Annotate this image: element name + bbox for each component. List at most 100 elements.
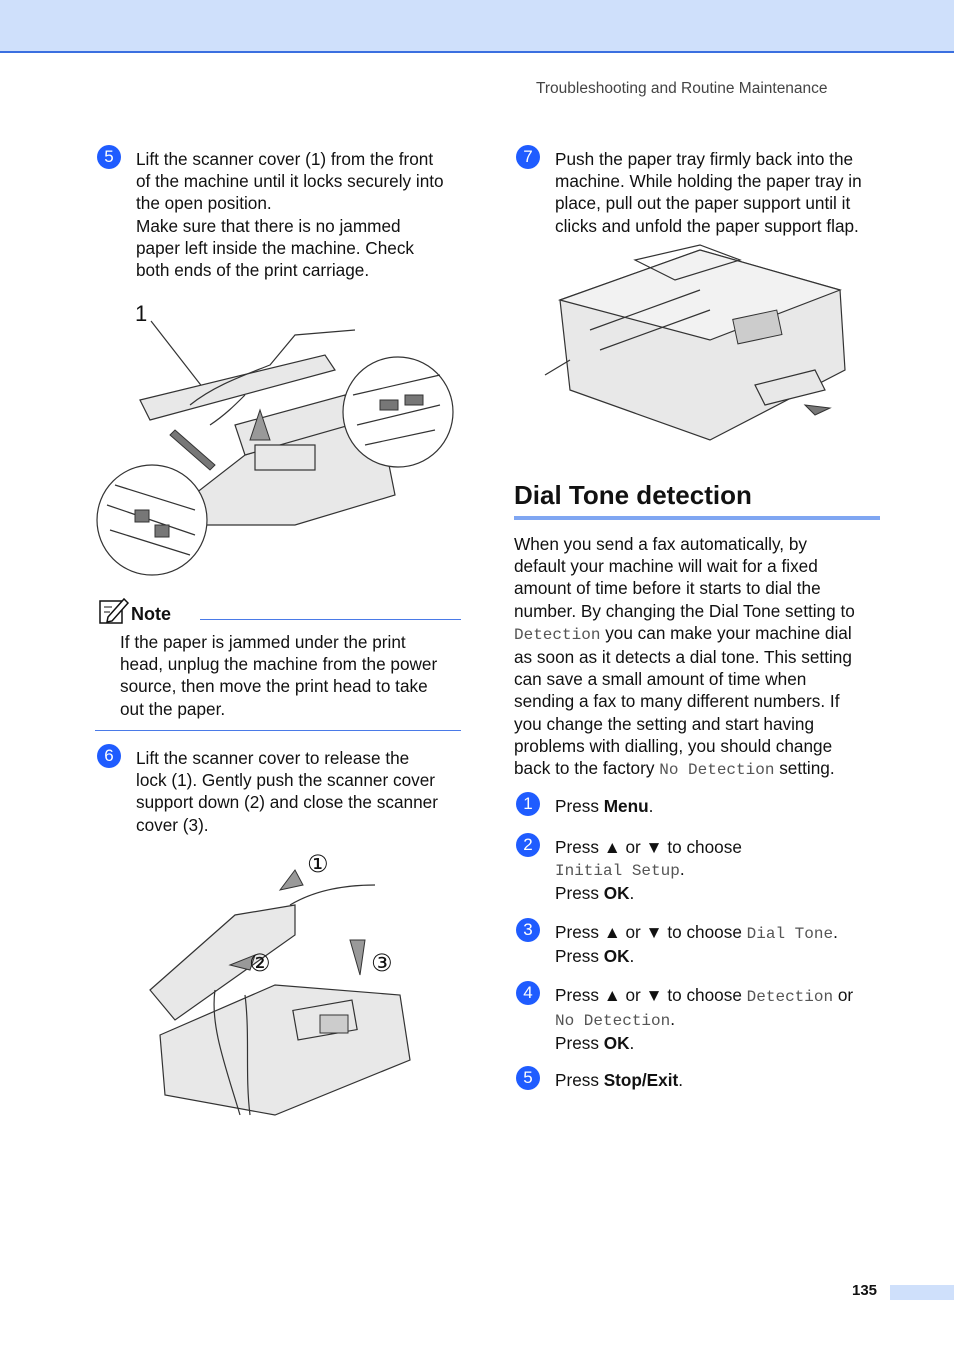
note-line: source, then move the print head to take	[120, 676, 428, 697]
step2-dot: .	[679, 859, 685, 880]
scanner-cover-illustration: 1	[96, 301, 454, 576]
note-title: Note	[131, 604, 171, 624]
key-ok: OK	[603, 1033, 630, 1054]
step-badge-3: 3	[516, 918, 540, 942]
section-paragraph: When you send a fax automatically, by de…	[514, 533, 855, 781]
para-line: amount of time before it starts to dial …	[514, 578, 821, 599]
note-rule-bottom	[95, 730, 461, 731]
step6-line: lock (1). Gently push the scanner cover	[136, 770, 436, 791]
para-line: default your machine will wait for a fix…	[514, 556, 818, 577]
callout-circled-3: ③	[371, 949, 393, 977]
step-badge-1: 1	[516, 792, 540, 816]
para-line: When you send a fax automatically, by	[514, 534, 807, 554]
step7-line: place, pull out the paper support until …	[555, 193, 851, 214]
code-no-detection: No Detection	[659, 761, 775, 780]
note-text: If the paper is jammed under the print h…	[120, 631, 437, 720]
step4-text: Press ▲ or ▼ to choose Detection or No D…	[555, 984, 853, 1055]
para-text: back to the factory	[514, 758, 660, 779]
step6-line: cover (3).	[136, 814, 209, 835]
step5-line: Lift the scanner cover (1) from the fron…	[136, 149, 434, 169]
key-menu: Menu	[603, 796, 649, 816]
step5r-press: Press	[555, 1070, 604, 1090]
para-line: back to the factory No Detection setting…	[514, 757, 855, 781]
step3-end: .	[629, 946, 635, 967]
step-badge-2: 2	[516, 833, 540, 857]
step4-lead: Press ▲ or ▼ to choose	[555, 985, 747, 1005]
step2-line: Initial Setup.	[555, 858, 742, 882]
para-text: you can make your machine dial	[600, 622, 852, 643]
section-title: Dial Tone detection	[514, 480, 752, 510]
step5-right-text: Press Stop/Exit.	[555, 1069, 683, 1091]
step5-line: paper left inside the machine. Check	[136, 237, 415, 258]
para-line: can save a small amount of time when	[514, 669, 807, 690]
step5-line: of the machine until it locks securely i…	[136, 171, 444, 192]
step5-line: Make sure that there is no jammed	[136, 215, 401, 236]
step-badge-4: 4	[516, 981, 540, 1005]
close-cover-illustration: ① ② ③	[149, 850, 411, 1116]
section-title-rule	[514, 516, 880, 520]
step3-line: Press OK.	[555, 945, 838, 967]
step-badge-5-right: 5	[516, 1066, 540, 1090]
step4-or: or	[833, 985, 854, 1005]
code-detection: Detection	[514, 625, 601, 644]
para-line: problems with dialling, you should chang…	[514, 735, 833, 756]
step4-end: .	[629, 1033, 635, 1054]
step4-line: No Detection.	[555, 1008, 853, 1032]
step5-line: both ends of the print carriage.	[136, 260, 370, 281]
step7-line: clicks and unfold the paper support flap…	[555, 215, 859, 236]
note-line: If the paper is jammed under the print	[120, 632, 406, 652]
note-rule-top	[200, 619, 461, 620]
note-line: head, unplug the machine from the power	[120, 654, 438, 675]
step1-end: .	[648, 796, 654, 816]
step6-text: Lift the scanner cover to release the lo…	[136, 747, 438, 836]
key-ok: OK	[603, 883, 630, 904]
step5-text: Lift the scanner cover (1) from the fron…	[136, 148, 444, 281]
step7-text: Push the paper tray firmly back into the…	[555, 148, 862, 237]
paper-tray-illustration	[544, 244, 846, 441]
code-detection: Detection	[746, 988, 834, 1006]
running-head: Troubleshooting and Routine Maintenance	[536, 80, 828, 97]
code-dial-tone: Dial Tone	[746, 925, 834, 943]
callout-1: 1	[135, 301, 147, 326]
step4-press: Press	[555, 1033, 604, 1054]
para-line: number. By changing the Dial Tone settin…	[514, 600, 855, 621]
para-line: you change the setting and start having	[514, 713, 815, 734]
step3-dot: .	[833, 922, 838, 942]
header-band	[0, 0, 954, 53]
callout-circled-1: ①	[307, 850, 329, 878]
step-badge-6: 6	[97, 744, 121, 768]
code-initial-setup: Initial Setup	[555, 862, 680, 881]
para-line: Detection you can make your machine dial	[514, 622, 855, 646]
code-no-detection: No Detection	[555, 1012, 671, 1031]
key-ok: OK	[603, 946, 630, 967]
step1-text: Press Menu.	[555, 795, 653, 817]
step2-line: Press ▲ or ▼ to choose	[555, 837, 742, 857]
step2-press: Press	[555, 883, 604, 904]
step3-text: Press ▲ or ▼ to choose Dial Tone. Press …	[555, 921, 838, 967]
step5-line: the open position.	[136, 193, 272, 214]
step2-end: .	[629, 883, 635, 904]
step5r-end: .	[678, 1070, 683, 1090]
step6-line: support down (2) and close the scanner	[136, 792, 438, 813]
para-text: setting.	[774, 758, 835, 779]
note-pencil-icon	[99, 597, 130, 624]
step-badge-5: 5	[97, 145, 121, 169]
step4-dot: .	[670, 1009, 675, 1030]
step4-line: Press ▲ or ▼ to choose Detection or	[555, 984, 853, 1008]
step1-press: Press	[555, 796, 604, 816]
step6-line: Lift the scanner cover to release the	[136, 748, 410, 768]
step-badge-7: 7	[516, 145, 540, 169]
step3-line: Press ▲ or ▼ to choose Dial Tone.	[555, 921, 838, 945]
step7-line: machine. While holding the paper tray in	[555, 171, 862, 192]
para-line: sending a fax to many different numbers.…	[514, 691, 840, 712]
para-line: as soon as it detects a dial tone. This …	[514, 647, 852, 668]
step3-press: Press	[555, 946, 604, 967]
key-stop-exit: Stop/Exit	[603, 1070, 679, 1090]
step2-text: Press ▲ or ▼ to choose Initial Setup. Pr…	[555, 836, 742, 905]
page-number-bar	[890, 1285, 954, 1300]
callout-circled-2: ②	[249, 949, 271, 977]
step3-lead: Press ▲ or ▼ to choose	[555, 922, 747, 942]
note-line: out the paper.	[120, 698, 226, 719]
step4-line: Press OK.	[555, 1032, 853, 1054]
step7-line: Push the paper tray firmly back into the	[555, 149, 854, 169]
